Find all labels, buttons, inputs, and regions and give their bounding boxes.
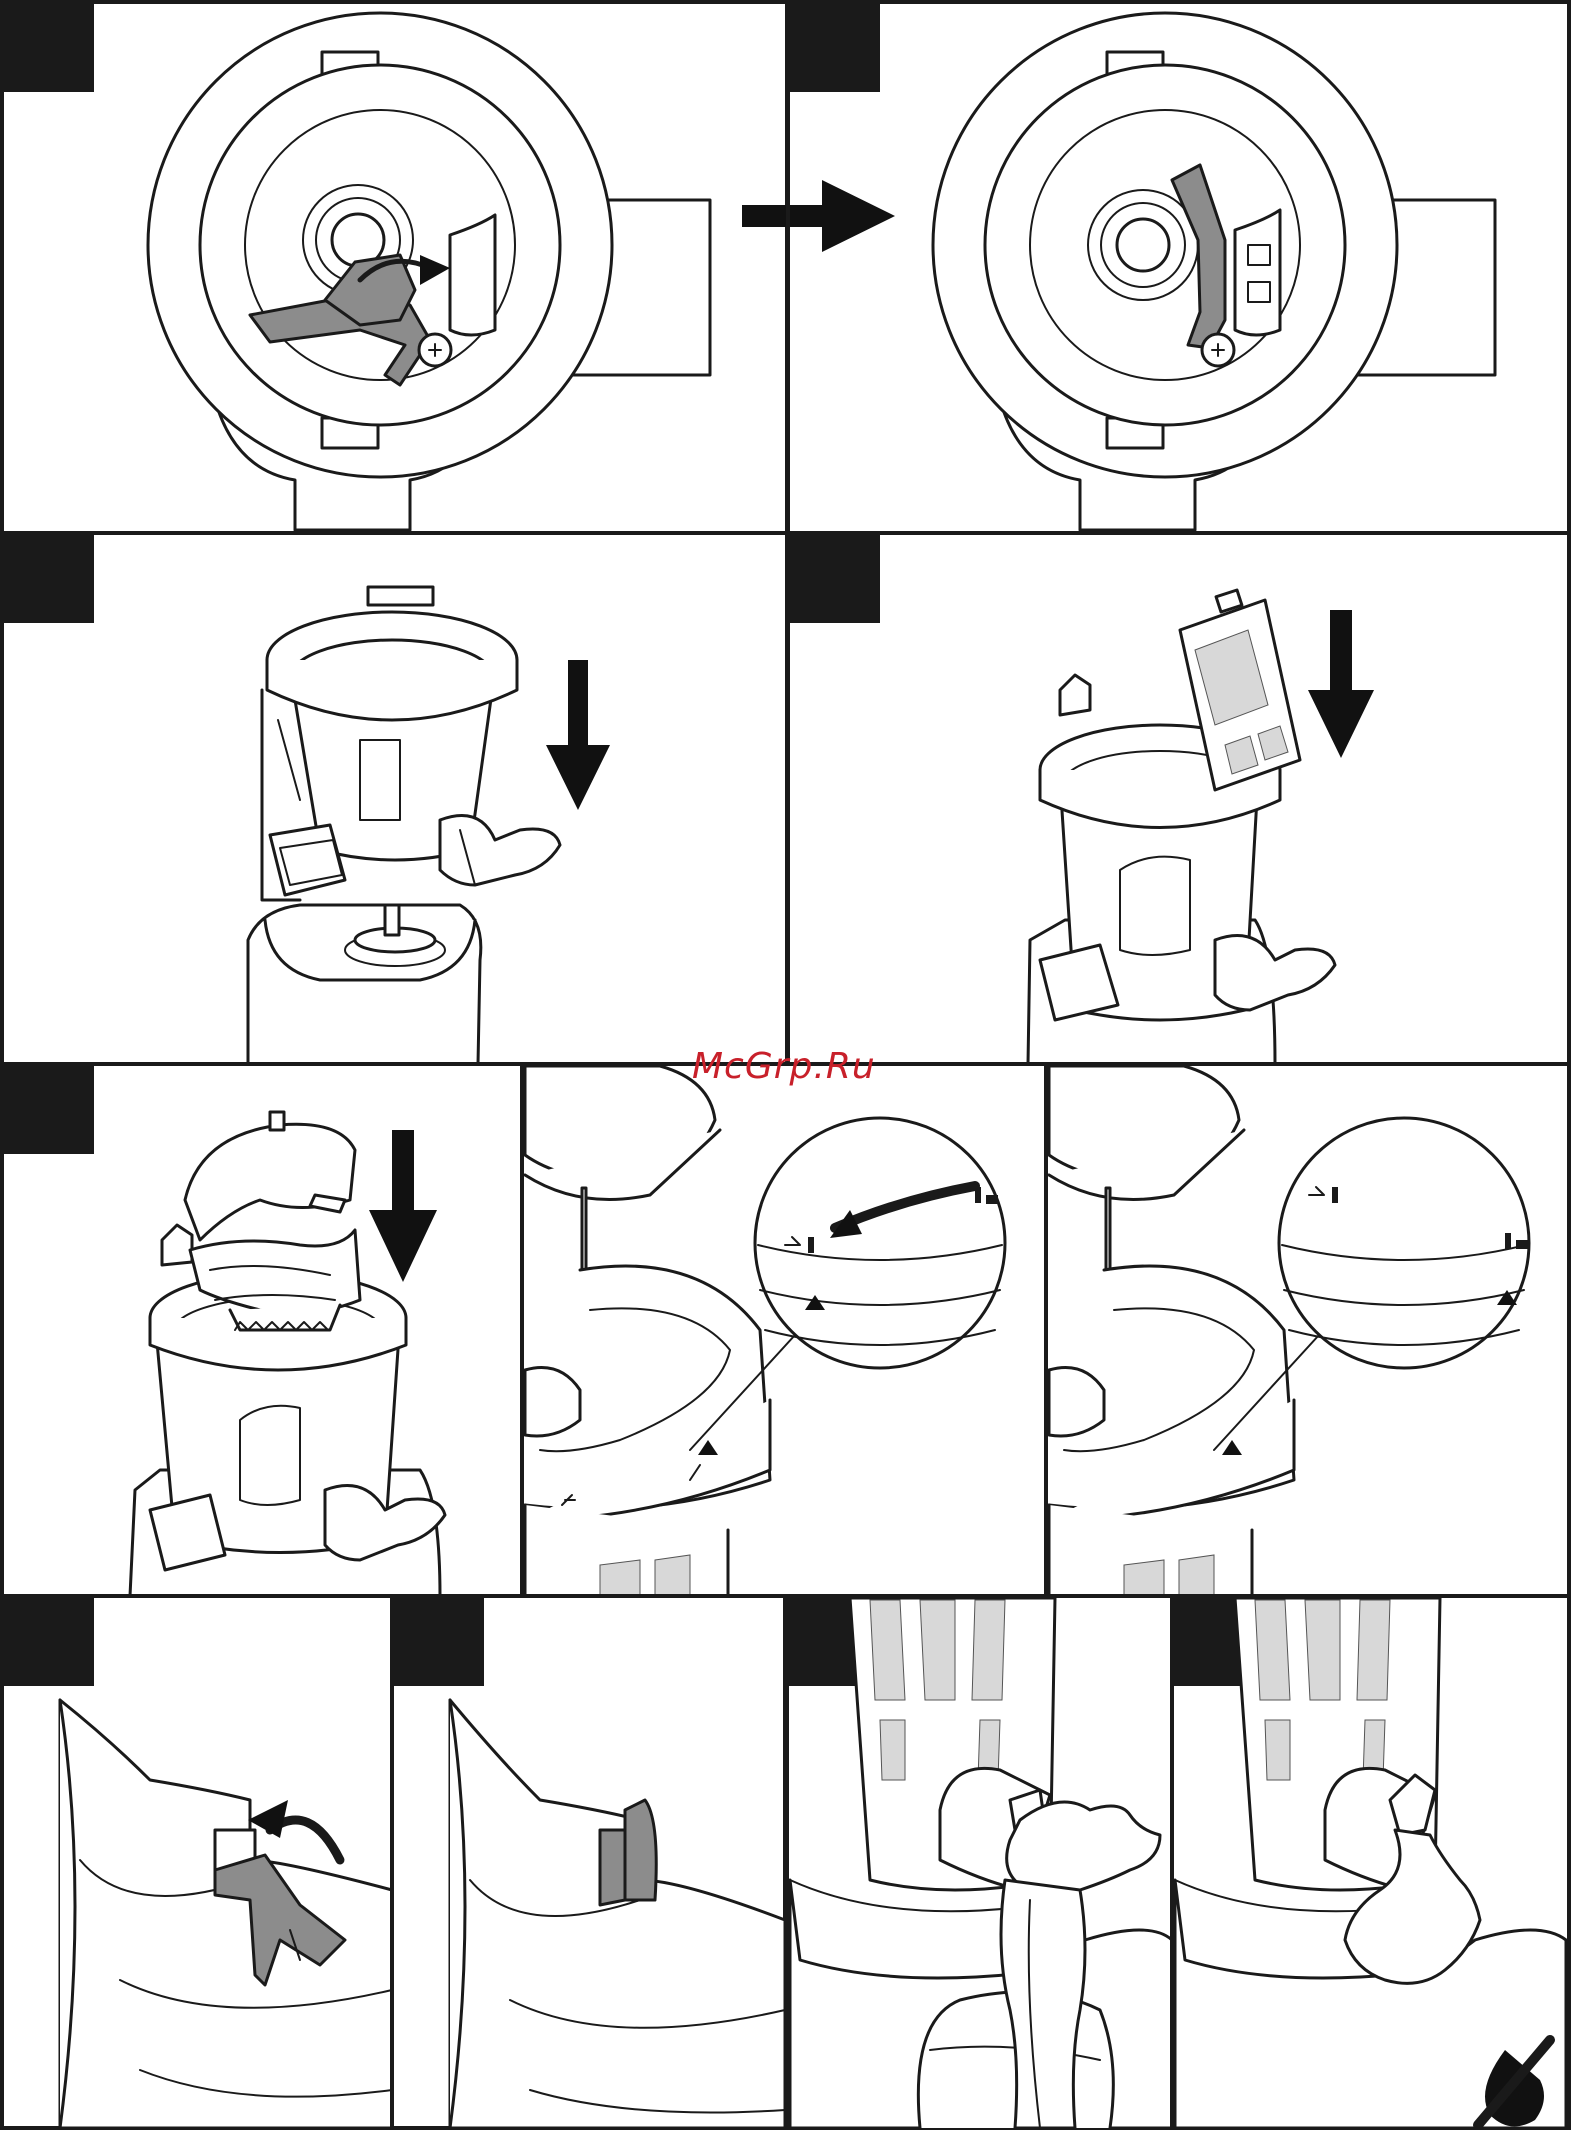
panel-4 bbox=[788, 533, 1569, 1064]
panel-11 bbox=[1172, 1596, 1569, 2128]
step-number-box bbox=[2, 1064, 94, 1154]
step-number-box bbox=[788, 2, 880, 92]
step-number-box bbox=[392, 1596, 484, 1686]
panel-3 bbox=[2, 533, 787, 1064]
juicing-bowl-icon bbox=[267, 587, 560, 895]
panel-8 bbox=[2, 1596, 392, 2128]
panel-6 bbox=[522, 1064, 1046, 1596]
panel-1 bbox=[2, 2, 787, 533]
juicer-lid-closeup bbox=[525, 1066, 770, 1596]
panel-7 bbox=[1046, 1064, 1569, 1596]
panel-9 bbox=[392, 1596, 785, 2128]
panel-2 bbox=[788, 2, 1569, 533]
juicer-side-closeup bbox=[450, 1700, 785, 2128]
next-arrow-icon bbox=[742, 180, 895, 252]
juicer-side-closeup bbox=[60, 1700, 392, 2128]
down-arrow-icon bbox=[1308, 610, 1374, 758]
step-number-box bbox=[2, 1596, 94, 1686]
step-number-box bbox=[2, 533, 94, 623]
panel-5 bbox=[2, 1064, 522, 1596]
step-number-box bbox=[2, 2, 94, 92]
watermark-text: McGrp.Ru bbox=[692, 1046, 876, 1087]
down-arrow-icon bbox=[369, 1130, 437, 1282]
down-arrow-icon bbox=[546, 660, 610, 810]
juicer-lid-closeup bbox=[1049, 1066, 1294, 1596]
step-number-box bbox=[788, 533, 880, 623]
panel-10 bbox=[787, 1596, 1172, 2128]
